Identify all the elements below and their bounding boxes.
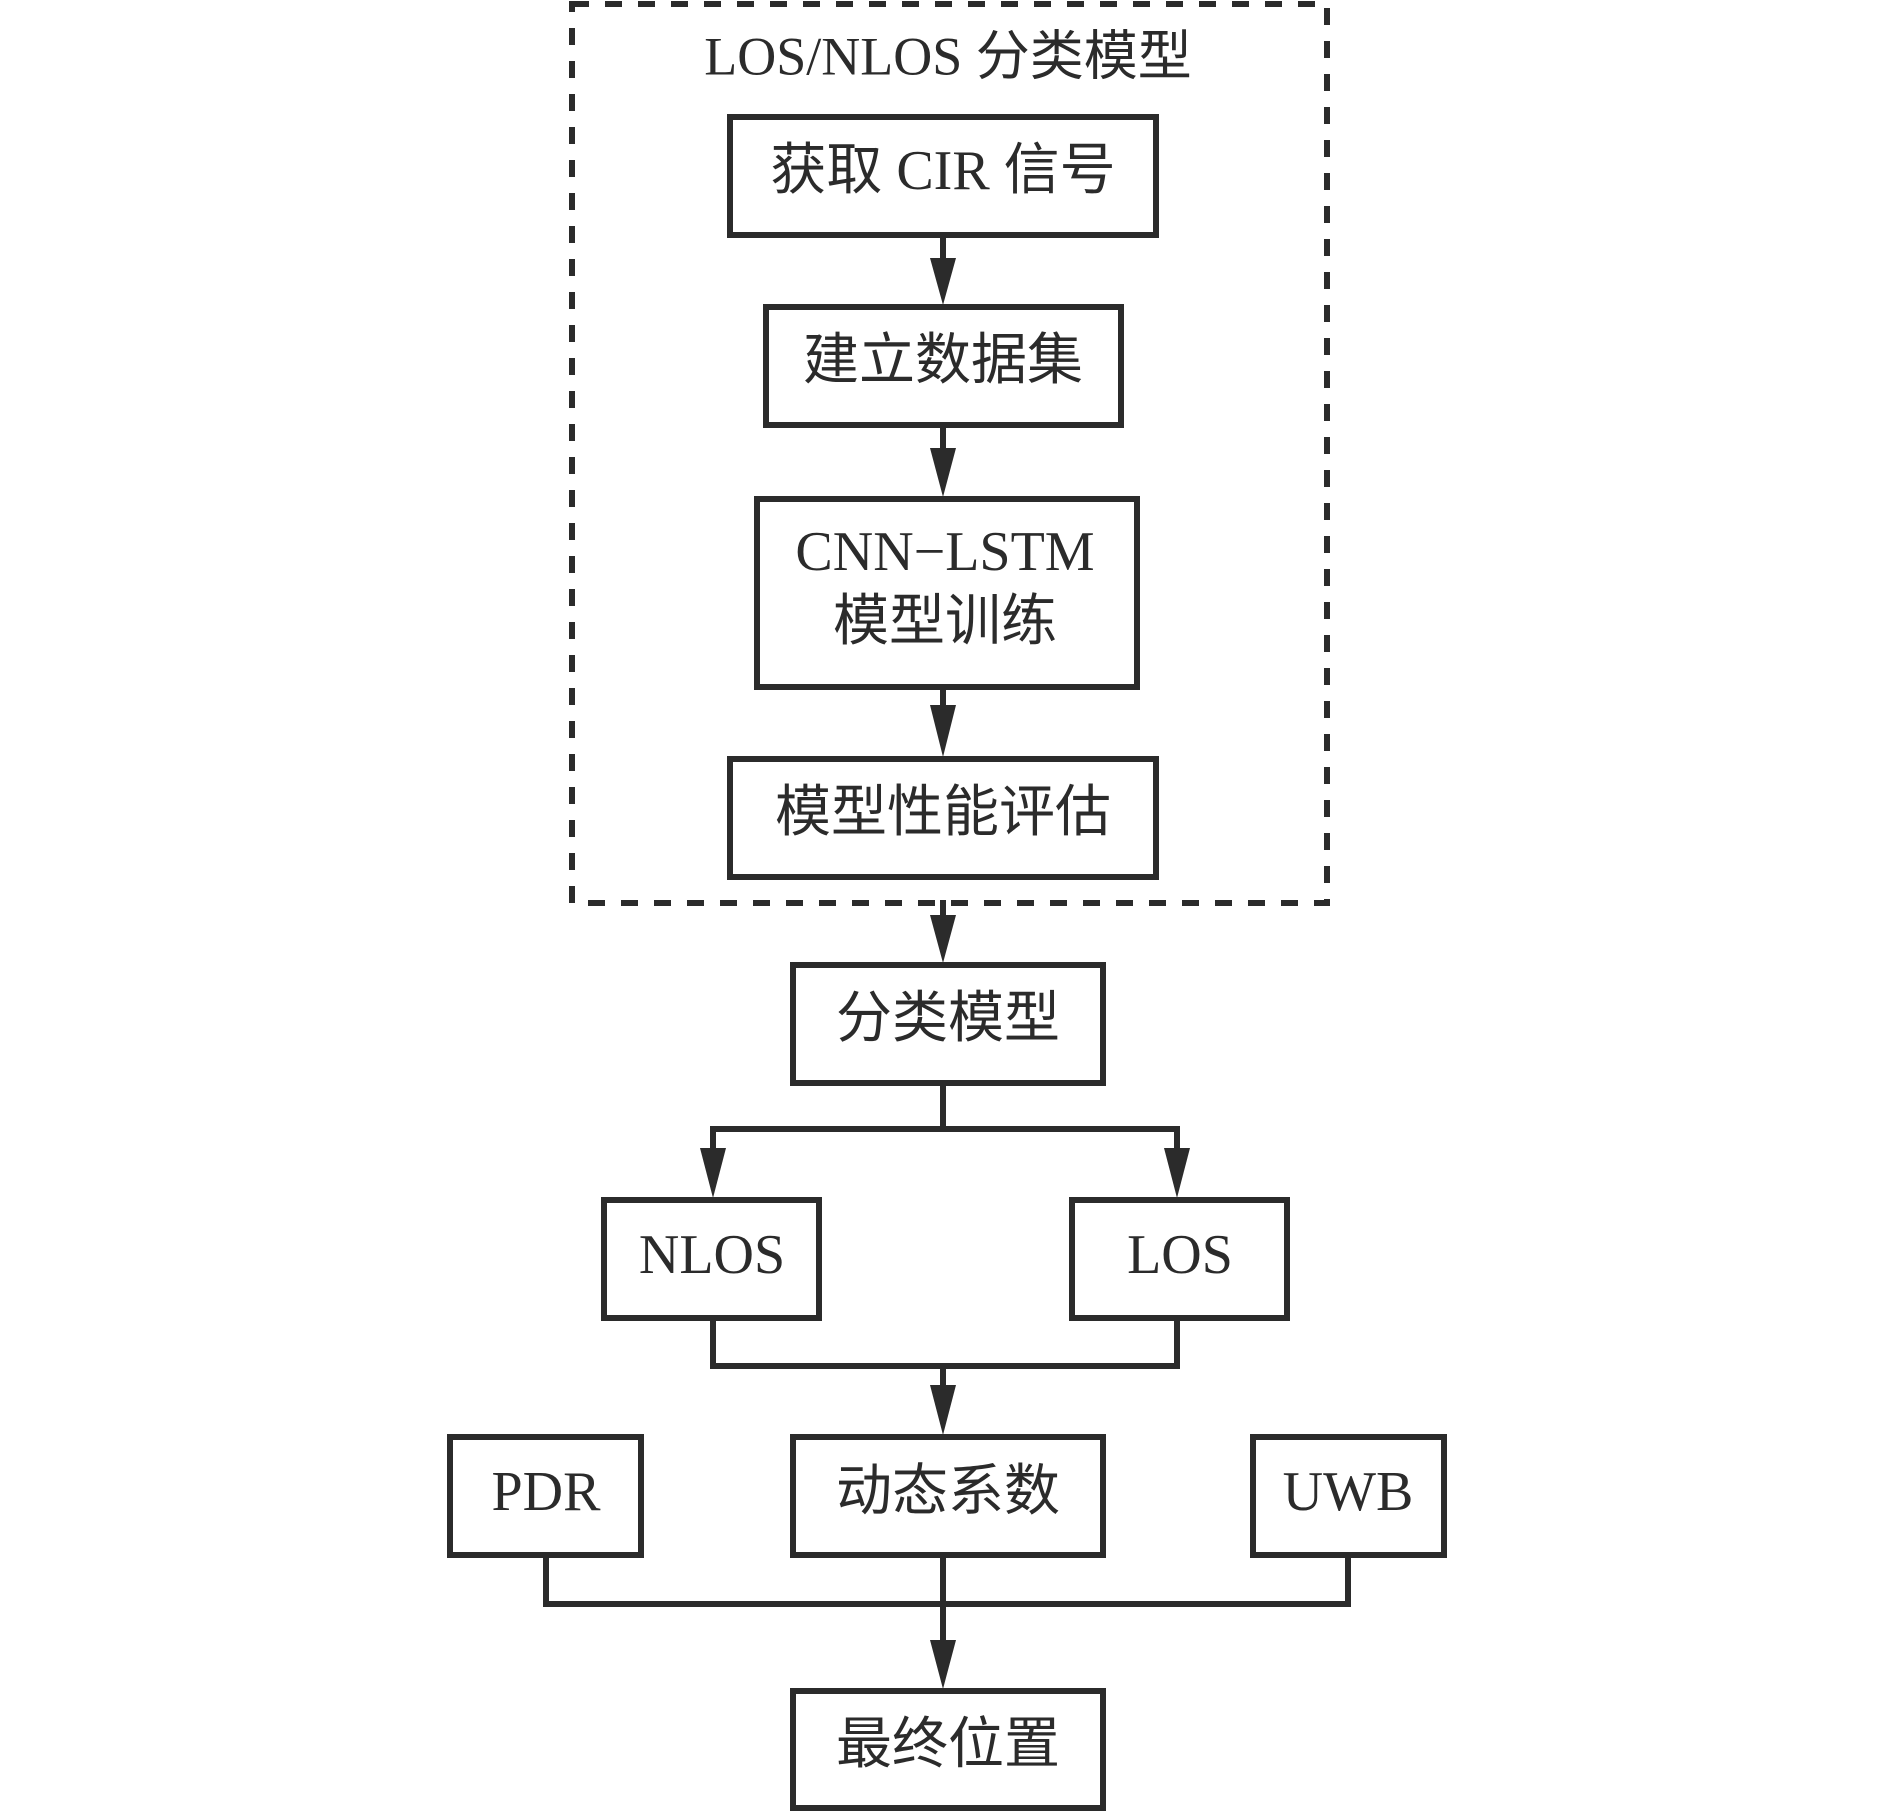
node-final-position-label: 最终位置	[836, 1714, 1060, 1776]
merge-connector	[710, 1315, 1180, 1435]
node-pdr-label: PDR	[492, 1461, 602, 1523]
group-title: LOS/NLOS 分类模型	[704, 26, 1192, 86]
node-final-position: 最终位置	[790, 1688, 1106, 1811]
node-performance-eval-label: 模型性能评估	[775, 782, 1111, 844]
arrow-dataset-to-training	[930, 422, 956, 497]
node-uwb: UWB	[1250, 1434, 1447, 1558]
node-pdr: PDR	[447, 1434, 644, 1558]
arrow-training-to-eval	[930, 684, 956, 757]
node-build-dataset: 建立数据集	[763, 304, 1124, 428]
node-classifier-label: 分类模型	[836, 988, 1060, 1050]
node-model-training-label-line1: CNN−LSTM	[795, 521, 1094, 583]
node-nlos: NLOS	[601, 1197, 822, 1321]
node-performance-eval: 模型性能评估	[727, 756, 1159, 880]
node-los-label: LOS	[1127, 1224, 1233, 1286]
node-dynamic-coefficient: 动态系数	[790, 1434, 1106, 1558]
node-dynamic-coefficient-label: 动态系数	[836, 1461, 1060, 1523]
split-connector	[700, 1080, 1190, 1198]
arrow-acquire-to-dataset	[930, 232, 956, 305]
node-uwb-label: UWB	[1283, 1461, 1414, 1523]
node-los: LOS	[1069, 1197, 1290, 1321]
node-acquire-cir: 获取 CIR 信号	[727, 114, 1159, 238]
node-model-training: CNN−LSTM 模型训练	[754, 496, 1140, 690]
node-classifier: 分类模型	[790, 962, 1106, 1086]
fusion-connector	[543, 1552, 1351, 1689]
node-build-dataset-label: 建立数据集	[803, 330, 1083, 392]
node-model-training-label-line2: 模型训练	[833, 591, 1057, 653]
classification-group-boundary	[569, 1, 1330, 906]
node-acquire-cir-label: 获取 CIR 信号	[770, 140, 1115, 202]
node-nlos-label: NLOS	[639, 1224, 785, 1286]
arrow-group-to-classifier	[930, 900, 956, 963]
